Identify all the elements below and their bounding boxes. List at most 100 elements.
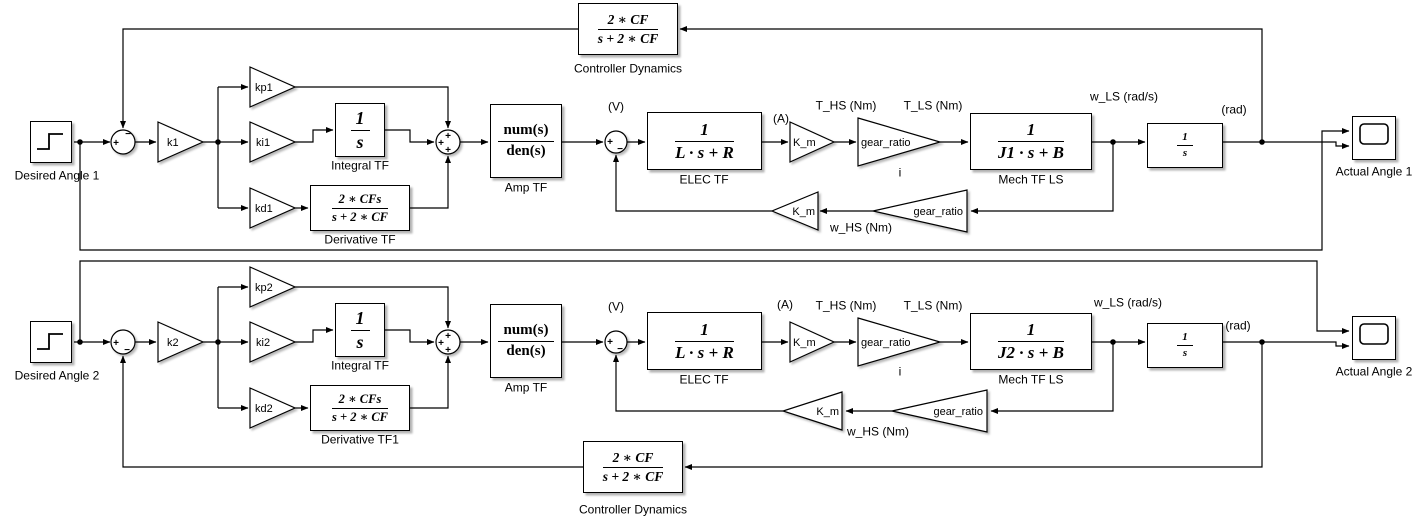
integral-tf-den-2: s <box>356 331 364 352</box>
gain-km-feedback2-label: K_m <box>816 406 839 418</box>
branch-dot <box>1259 139 1265 145</box>
wire-wls2-feedback[interactable] <box>990 342 1114 414</box>
sum-error2[interactable] <box>110 329 136 355</box>
gain-kp2[interactable] <box>249 266 297 308</box>
wire-integrator-to-scope1[interactable] <box>1223 141 1350 149</box>
step-source-2[interactable] <box>30 321 72 363</box>
mech-tf-num-1: 1 <box>998 120 1064 142</box>
wire-integral2-to-pidsum[interactable] <box>385 329 435 345</box>
gain-kd1[interactable] <box>249 187 297 229</box>
integral-tf-block-1[interactable]: 1 s <box>335 103 385 157</box>
mech-tf-den-1: J1 · s + B <box>998 143 1064 162</box>
loop1-wires <box>74 26 1350 251</box>
wire-kmfb-to-voltsum[interactable] <box>613 154 772 212</box>
amp-tf-block-2[interactable]: num(s) den(s) <box>490 304 562 378</box>
elec-tf-den-2: L · s + R <box>675 342 734 362</box>
gain-kp2-label: kp2 <box>255 282 273 294</box>
mech-tf-1-label: Mech TF LS <box>998 172 1064 187</box>
gain-km-forward2[interactable] <box>789 321 836 363</box>
mech-tf-block-2[interactable]: 1 J2 · s + B <box>970 313 1092 370</box>
annotation-amps-2: (A) <box>777 297 793 312</box>
wire-integrator2-to-scope2[interactable] <box>1223 341 1350 349</box>
wire-derivative2-to-pidsum[interactable] <box>410 355 451 409</box>
wire-controller1-to-sum1[interactable] <box>120 28 578 129</box>
annotation-gear-i-1: i <box>898 165 902 180</box>
gain-gear-forward2[interactable] <box>857 317 943 367</box>
controller-dynamics-block-1[interactable]: 2 ∗ CF s + 2 ∗ CF <box>578 3 678 55</box>
wire-desired2-to-scope2[interactable] <box>79 260 1350 342</box>
derivative-tf-1-label: Derivative TF <box>324 232 396 247</box>
amp-tf-block-1[interactable]: num(s) den(s) <box>490 104 562 178</box>
derivative-tf-2-label: Derivative TF1 <box>321 432 399 447</box>
integral-tf-block-2[interactable]: 1 s <box>335 303 385 357</box>
controller-den-1: s + 2 ∗ CF <box>597 30 659 46</box>
wire-kmfb2-to-voltsum2[interactable] <box>613 354 783 412</box>
wire-ki2-to-integral[interactable] <box>295 327 334 343</box>
annotation-rad-1: (rad) <box>1221 102 1247 117</box>
branch-dot <box>215 339 221 345</box>
wire-ki1-to-integral[interactable] <box>295 127 334 143</box>
gain-gear-feedback2[interactable] <box>891 389 988 433</box>
sum-pid2-plus-bottom: + <box>445 345 451 356</box>
sum-pid1[interactable] <box>435 129 461 155</box>
integrator-block-1[interactable]: 1 s <box>1147 123 1223 168</box>
controller-dynamics-block-2[interactable]: 2 ∗ CF s + 2 ∗ CF <box>583 441 683 493</box>
wire-integral-to-pidsum[interactable] <box>385 129 435 145</box>
amp-tf-den-1: den(s) <box>506 142 546 159</box>
annotation-volts-1: (V) <box>608 99 624 114</box>
wire-desired1-to-scope1[interactable] <box>79 128 1350 251</box>
sum-error2-minus: − <box>124 345 130 356</box>
gain-gear-feedback1[interactable] <box>872 189 968 233</box>
integrator-num-1: 1 <box>1177 131 1193 146</box>
scope-block-2[interactable] <box>1352 316 1396 360</box>
gain-gear-forward1[interactable] <box>857 117 943 167</box>
wire-rad2-to-controller2[interactable] <box>684 342 1263 470</box>
annotation-volts-2: (V) <box>608 299 624 314</box>
sum-volt2[interactable] <box>604 330 628 354</box>
gain-km-forward1[interactable] <box>789 121 836 163</box>
gain-gear-forward1-label: gear_ratio <box>861 137 911 149</box>
sum-pid2[interactable] <box>435 329 461 355</box>
amp-tf-1-label: Amp TF <box>504 180 548 195</box>
scope-block-1[interactable] <box>1352 116 1396 160</box>
gain-ki2[interactable] <box>249 321 297 363</box>
sum-error1-minus: − <box>125 129 131 140</box>
gain-ki1[interactable] <box>249 121 297 163</box>
gain-k1[interactable] <box>157 121 205 163</box>
mech-tf-block-1[interactable]: 1 J1 · s + B <box>970 113 1092 170</box>
branch-dot <box>1110 139 1116 145</box>
sum-error1[interactable] <box>110 129 136 155</box>
wire-rad-to-controller1[interactable] <box>679 26 1263 142</box>
gain-kd2[interactable] <box>249 387 297 429</box>
gain-kp1[interactable] <box>249 66 297 108</box>
controller-1-label: Controller Dynamics <box>573 61 683 76</box>
step-source-1[interactable] <box>30 121 72 163</box>
wire-controller2-to-sum2[interactable] <box>120 355 583 468</box>
sum-pid2-plus-left: + <box>438 338 444 349</box>
wire-derivative-to-pidsum[interactable] <box>410 155 451 209</box>
gain-k2[interactable] <box>157 321 205 363</box>
gain-km-feedback2[interactable] <box>781 391 843 431</box>
annotation-ths-1: T_HS (Nm) <box>815 98 877 113</box>
sum-volt1[interactable] <box>604 130 628 154</box>
derivative-tf-num-2: 2 ∗ CFs <box>331 392 389 409</box>
elec-tf-2-label: ELEC TF <box>679 372 729 387</box>
elec-tf-num-2: 1 <box>675 320 734 342</box>
derivative-tf-block-1[interactable]: 2 ∗ CFs s + 2 ∗ CF <box>310 185 410 231</box>
wire-wls-feedback[interactable] <box>970 142 1114 214</box>
integrator-block-2[interactable]: 1 s <box>1147 323 1223 368</box>
integrator-den-2: s <box>1182 347 1188 359</box>
wire-kp2-to-pidsum[interactable] <box>295 286 451 329</box>
integral-tf-den-1: s <box>356 131 364 152</box>
gain-km-feedback1[interactable] <box>770 191 819 231</box>
sum-pid1-plus-left: + <box>438 138 444 149</box>
wire-kp1-to-pidsum[interactable] <box>295 86 451 129</box>
derivative-tf-block-2[interactable]: 2 ∗ CFs s + 2 ∗ CF <box>310 385 410 431</box>
controller-num-1: 2 ∗ CF <box>597 12 659 30</box>
elec-tf-block-2[interactable]: 1 L · s + R <box>647 312 762 370</box>
amp-tf-num-2: num(s) <box>498 322 554 342</box>
elec-tf-block-1[interactable]: 1 L · s + R <box>647 112 762 170</box>
gain-kd2-label: kd2 <box>255 403 273 415</box>
mech-tf-2-label: Mech TF LS <box>998 372 1064 387</box>
amp-tf-2-label: Amp TF <box>504 380 548 395</box>
